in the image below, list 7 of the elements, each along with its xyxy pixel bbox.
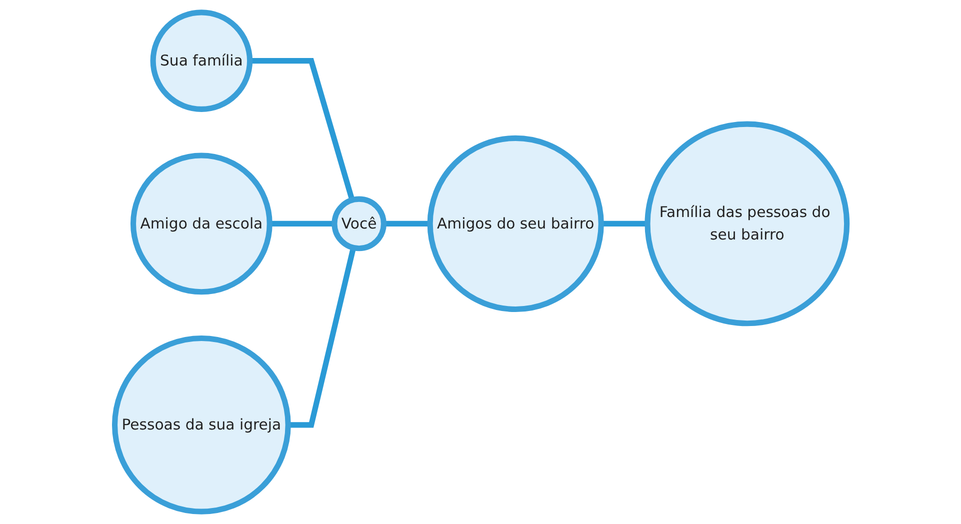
connector — [250, 58, 355, 201]
node-circle: Sua família — [150, 10, 252, 112]
node-circle: Você — [331, 196, 386, 252]
node-circle: Pessoas da sua igreja — [112, 335, 291, 514]
node-circle: Amigo da escola — [130, 152, 272, 295]
node-circle: Amigos do seu bairro — [427, 135, 604, 312]
node-circle: Família das pessoas do seu bairro — [644, 121, 850, 326]
